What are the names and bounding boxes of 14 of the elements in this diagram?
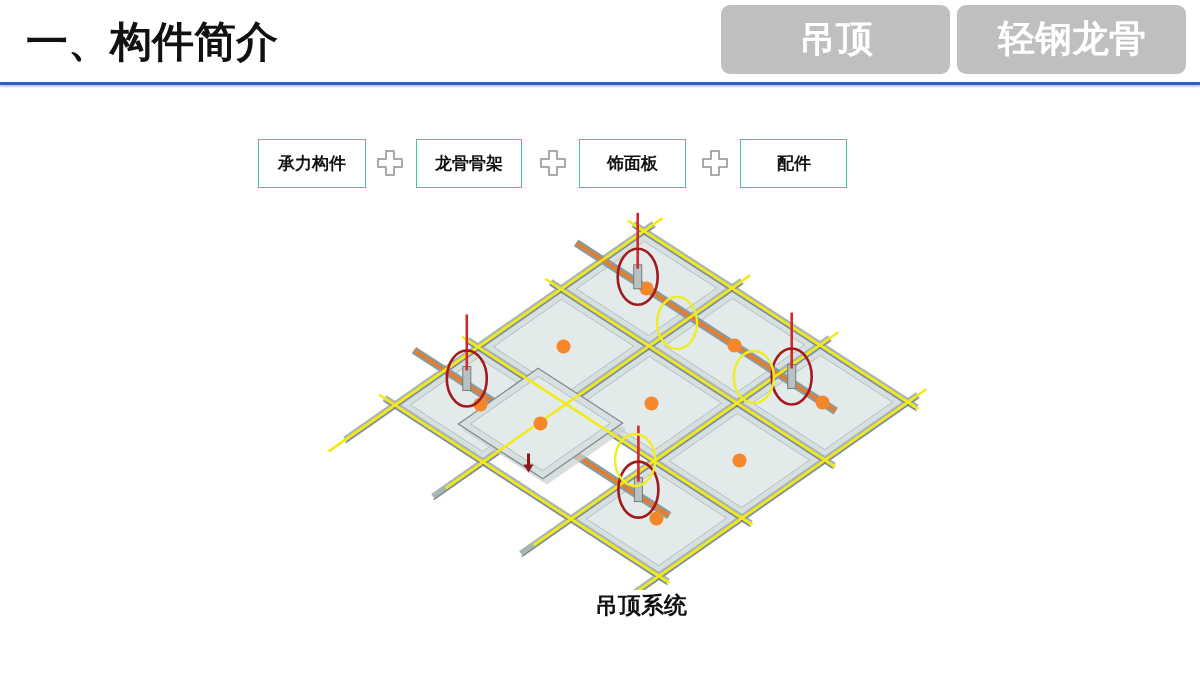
component-label: 龙骨骨架 <box>435 153 503 174</box>
section-label: 吊顶 <box>798 19 873 60</box>
component-box <box>740 139 847 188</box>
component-box <box>579 139 686 188</box>
section-label: 轻钢龙骨 <box>997 19 1146 60</box>
component-label: 承力构件 <box>278 153 346 174</box>
section-tag <box>721 5 950 74</box>
component-box <box>416 139 522 188</box>
page-title: 一、构件简介 <box>26 16 278 68</box>
section-tag <box>957 5 1186 74</box>
figure-caption: 吊顶系统 <box>595 592 687 618</box>
component-label: 配件 <box>776 153 811 174</box>
component-label: 饰面板 <box>607 153 658 174</box>
component-box <box>258 139 366 188</box>
